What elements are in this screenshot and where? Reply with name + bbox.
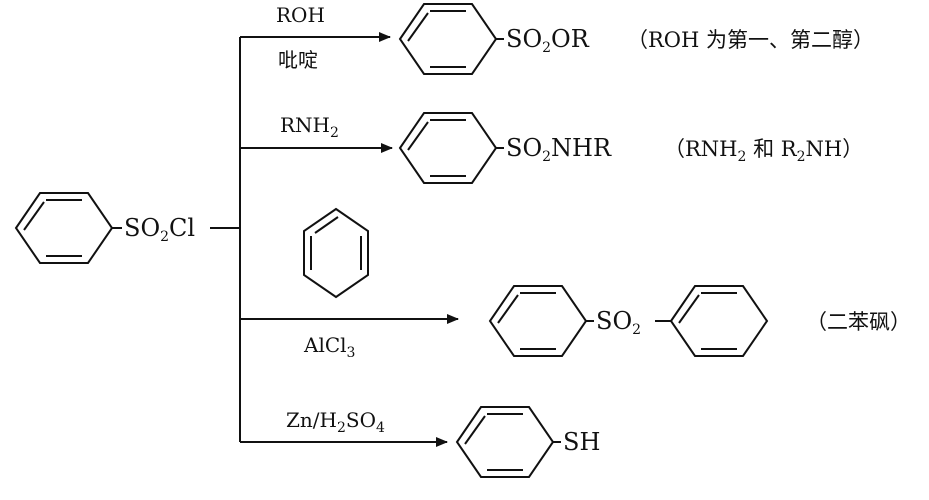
product-1-group-label: SO2OR xyxy=(506,25,590,56)
product-2-group-label: SO2NHR xyxy=(506,134,612,165)
product-4-group-label: SH xyxy=(563,428,600,456)
product-3-right-benzene-ring xyxy=(670,285,768,357)
product-2-benzene-ring xyxy=(399,112,497,184)
reaction-1-note: （ROH 为第一、第二醇） xyxy=(627,28,874,52)
reaction-4-reagent: Zn/H2SO4 xyxy=(286,408,385,436)
product-3-group-label: SO2 xyxy=(596,307,641,338)
product-4-benzene-ring xyxy=(456,406,554,478)
reaction-3-note: （二苯砜） xyxy=(806,310,911,334)
reaction-2-reagent: RNH2 xyxy=(280,113,339,141)
reactant-benzene-ring xyxy=(15,192,113,264)
reaction-1-reagent: ROH xyxy=(276,3,325,27)
reactant-group-label: SO2Cl xyxy=(124,214,195,245)
reagent-benzene-ring xyxy=(303,208,369,298)
product-1-benzene-ring xyxy=(399,3,497,75)
reaction-1-solvent: 吡啶 xyxy=(278,48,318,72)
reaction-2-note: （RNH2 和 R2NH） xyxy=(664,137,863,165)
product-3-left-benzene-ring xyxy=(489,285,587,357)
reaction-3-catalyst: AlCl3 xyxy=(303,333,355,361)
